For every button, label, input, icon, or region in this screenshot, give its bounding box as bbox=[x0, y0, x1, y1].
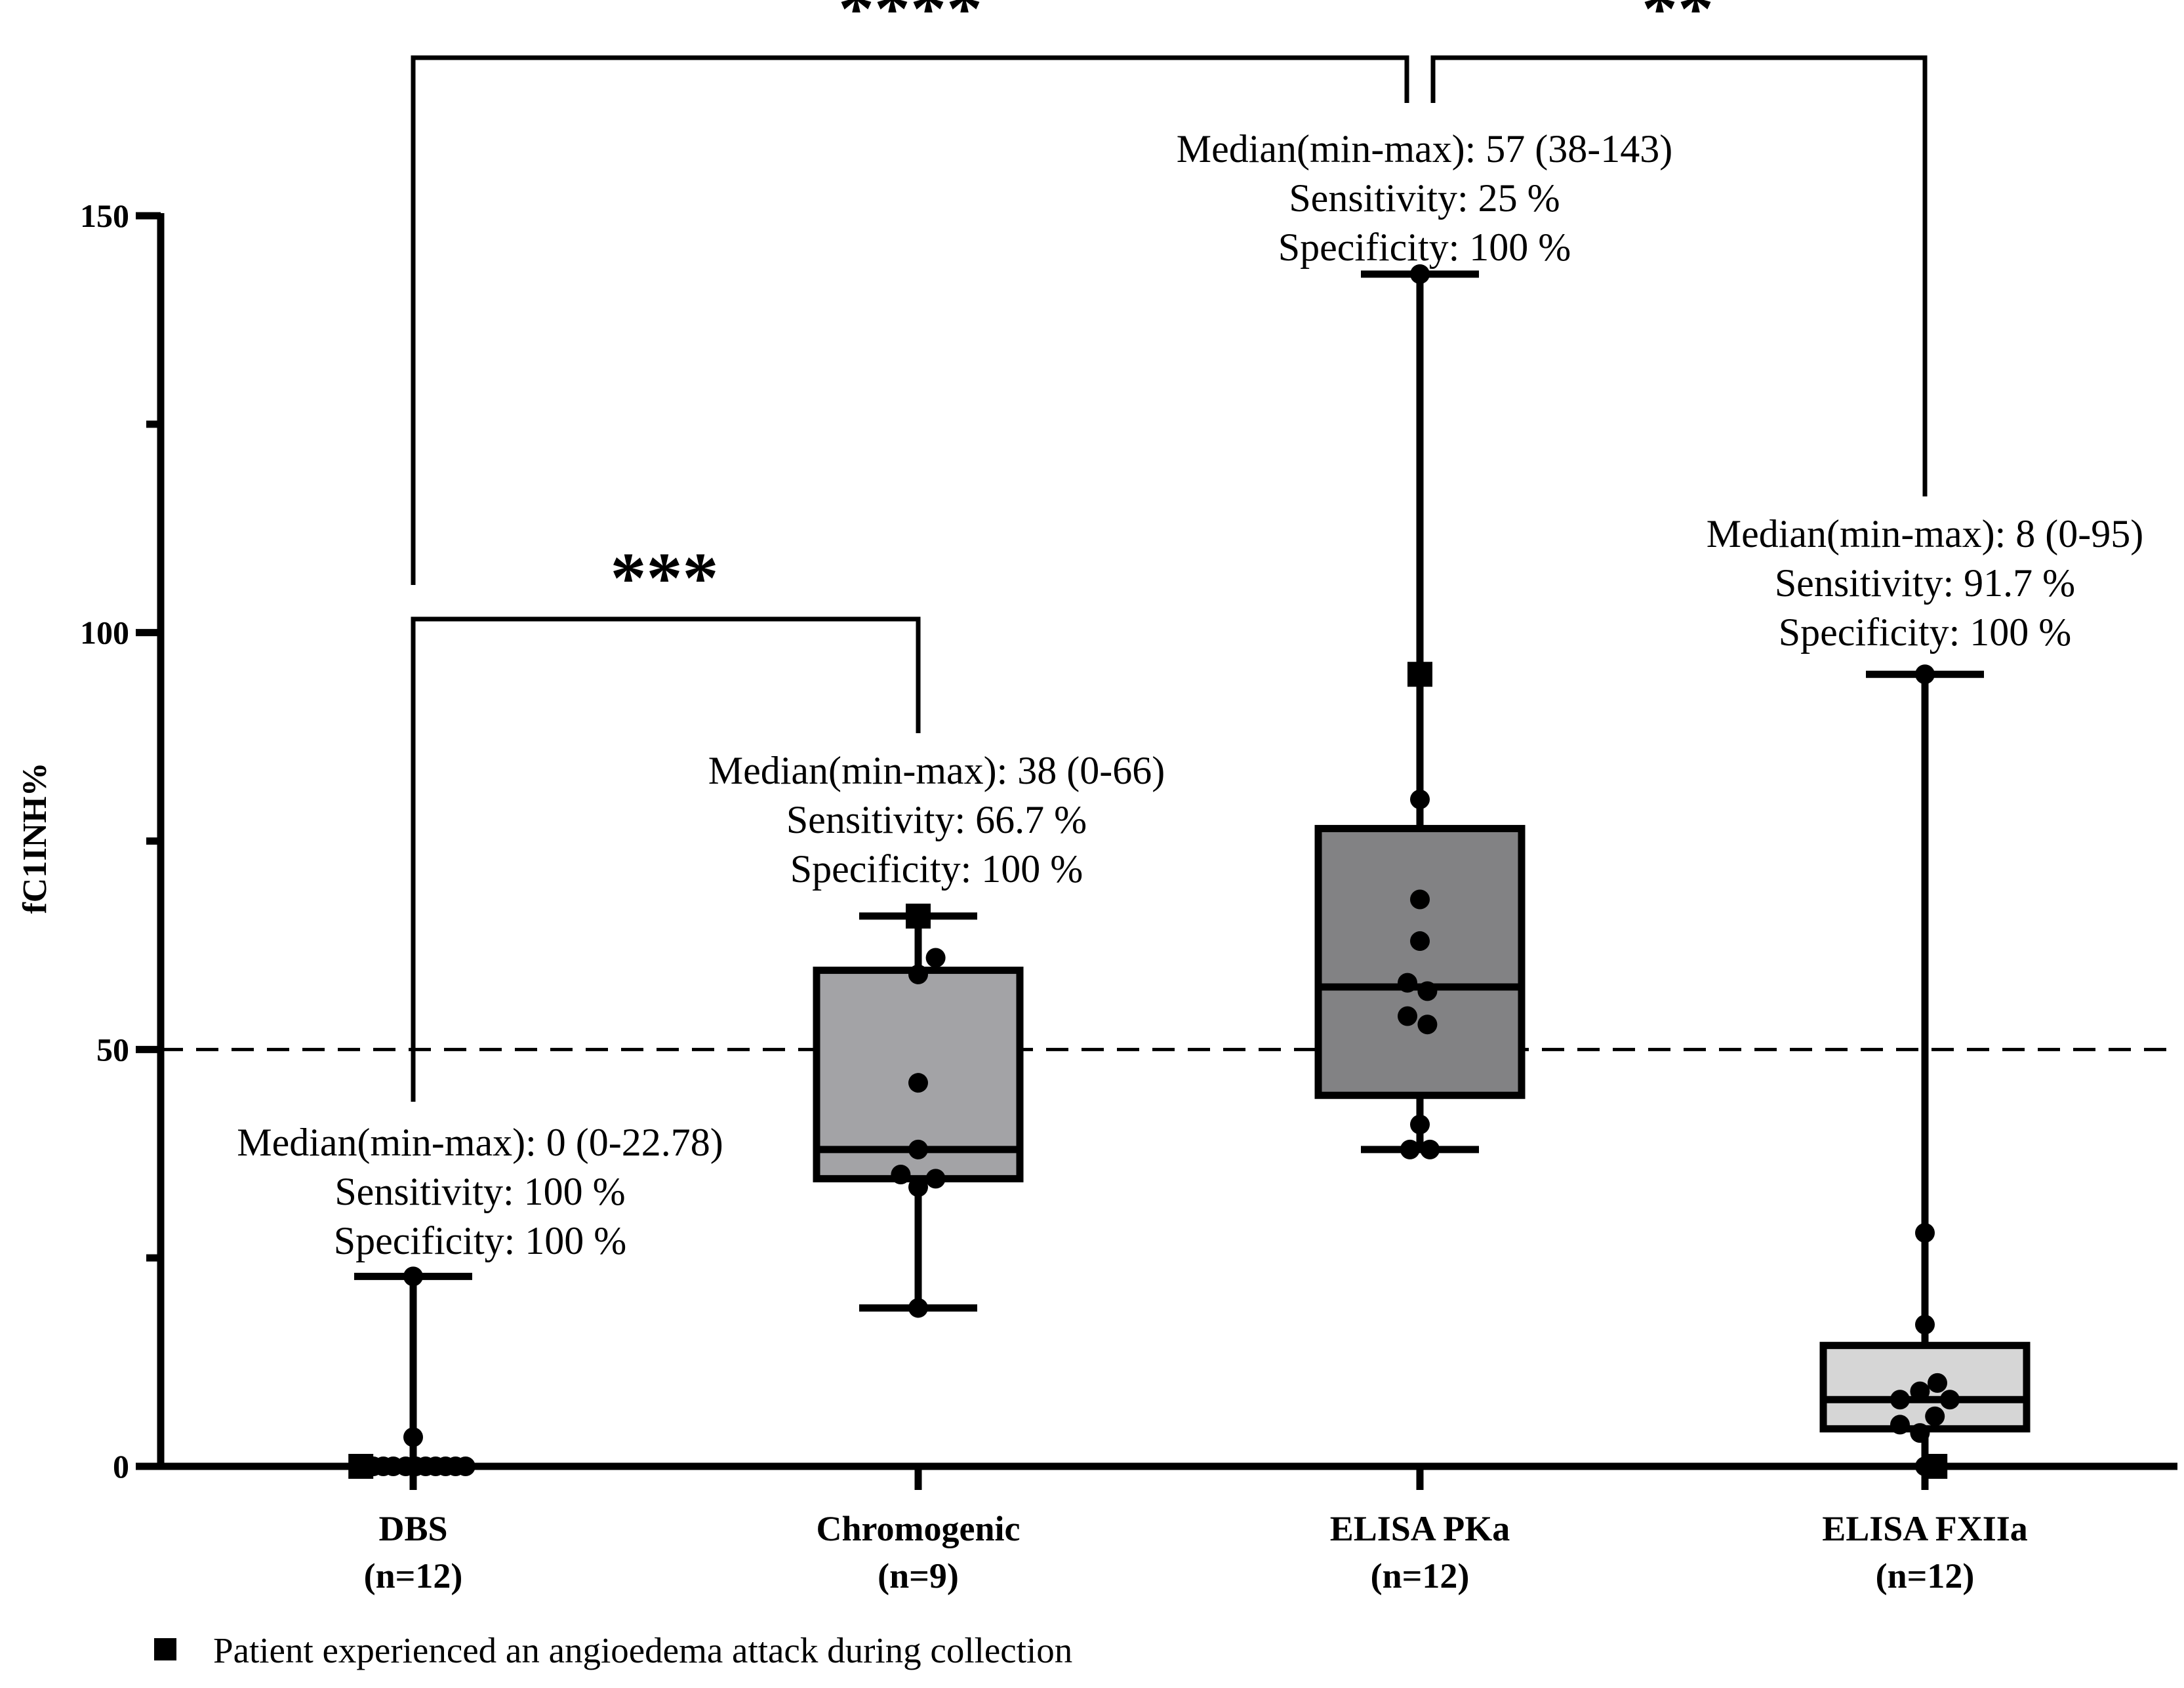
legend-text: Patient experienced an angioedema attack… bbox=[213, 1630, 1072, 1670]
box-group: ELISA PKa (n=12) bbox=[1314, 264, 1526, 1596]
annotation-line: Specificity: 100 % bbox=[1779, 611, 2072, 654]
data-point bbox=[1940, 1390, 1960, 1410]
data-point bbox=[1410, 931, 1430, 952]
data-point bbox=[455, 1457, 475, 1476]
data-point bbox=[908, 1298, 928, 1318]
annotation-line: Sensitivity: 25 % bbox=[1289, 176, 1560, 220]
y-tick-label: 0 bbox=[113, 1448, 129, 1485]
annotation-line: Median(min-max): 57 (38-143) bbox=[1177, 127, 1672, 171]
annotation-line: Median(min-max): 8 (0-95) bbox=[1707, 512, 2143, 555]
data-point bbox=[925, 948, 946, 968]
attack-point bbox=[1922, 1454, 1948, 1479]
x-tick-n-label: (n=12) bbox=[1371, 1556, 1470, 1596]
box-group: ELISA FXIIa (n=12) bbox=[1819, 664, 2031, 1596]
data-point bbox=[1915, 664, 1935, 685]
data-point bbox=[925, 1169, 946, 1189]
data-point bbox=[891, 1165, 911, 1185]
data-point bbox=[1420, 1139, 1440, 1159]
data-point bbox=[1910, 1381, 1930, 1401]
x-tick-n-label: (n=12) bbox=[1876, 1556, 1975, 1596]
x-tick-label: Chromogenic bbox=[817, 1509, 1021, 1548]
data-point bbox=[1398, 973, 1417, 993]
annotation-line: Median(min-max): 38 (0-66) bbox=[708, 749, 1165, 792]
box bbox=[1314, 824, 1526, 1099]
data-point bbox=[1928, 1373, 1947, 1393]
data-point bbox=[908, 1177, 928, 1197]
significance-bracket bbox=[1430, 55, 1928, 496]
data-point bbox=[1915, 1314, 1935, 1335]
x-tick-n-label: (n=12) bbox=[364, 1556, 463, 1596]
data-point bbox=[1410, 789, 1430, 809]
attack-point bbox=[906, 903, 931, 929]
annotation-line: Median(min-max): 0 (0-22.78) bbox=[237, 1121, 723, 1164]
y-axis-title: fC1INH% bbox=[16, 762, 54, 914]
annotation-line: Specificity: 100 % bbox=[334, 1219, 627, 1262]
x-tick-label: ELISA FXIIa bbox=[1822, 1509, 2028, 1548]
significance-label: **** bbox=[838, 0, 982, 49]
data-point bbox=[403, 1427, 423, 1447]
attack-point bbox=[1407, 662, 1432, 687]
annotation-line: Sensitivity: 66.7 % bbox=[786, 798, 1087, 841]
annotation-line: Sensitivity: 100 % bbox=[334, 1170, 625, 1213]
y-tick-label: 150 bbox=[80, 197, 129, 234]
data-point bbox=[1417, 981, 1438, 1001]
y-tick-label: 50 bbox=[96, 1031, 129, 1068]
data-point bbox=[908, 1073, 928, 1093]
data-point bbox=[908, 1139, 928, 1159]
x-tick-n-label: (n=9) bbox=[878, 1556, 959, 1596]
data-point bbox=[1925, 1406, 1945, 1426]
significance-label: ** bbox=[1642, 0, 1714, 49]
data-point bbox=[1400, 1139, 1420, 1159]
box-group: Chromogenic (n=9) bbox=[813, 903, 1024, 1596]
data-point bbox=[1915, 1223, 1935, 1243]
data-point bbox=[908, 964, 928, 984]
annotation-line: Specificity: 100 % bbox=[1278, 226, 1571, 269]
data-point bbox=[1417, 1015, 1438, 1035]
data-point bbox=[403, 1266, 423, 1287]
significance-bracket bbox=[411, 616, 921, 1102]
data-point bbox=[1910, 1423, 1930, 1443]
data-point bbox=[1890, 1390, 1910, 1410]
x-tick-label: DBS bbox=[378, 1509, 447, 1548]
x-tick-label: ELISA PKa bbox=[1330, 1509, 1510, 1548]
data-point bbox=[1410, 264, 1430, 284]
data-point bbox=[1890, 1415, 1910, 1435]
data-point bbox=[1410, 1114, 1430, 1135]
data-point bbox=[1410, 889, 1430, 910]
y-tick-label: 100 bbox=[80, 614, 129, 651]
annotation-line: Sensitivity: 91.7 % bbox=[1775, 561, 2075, 605]
annotation-line: Specificity: 100 % bbox=[790, 847, 1083, 891]
legend: Patient experienced an angioedema attack… bbox=[154, 1630, 1072, 1670]
significance-bracket bbox=[411, 55, 1409, 585]
significance-label: *** bbox=[611, 538, 719, 618]
box-group: DBS (n=12) bbox=[312, 1266, 515, 1596]
legend-marker bbox=[154, 1638, 176, 1660]
data-point bbox=[1398, 1006, 1417, 1026]
